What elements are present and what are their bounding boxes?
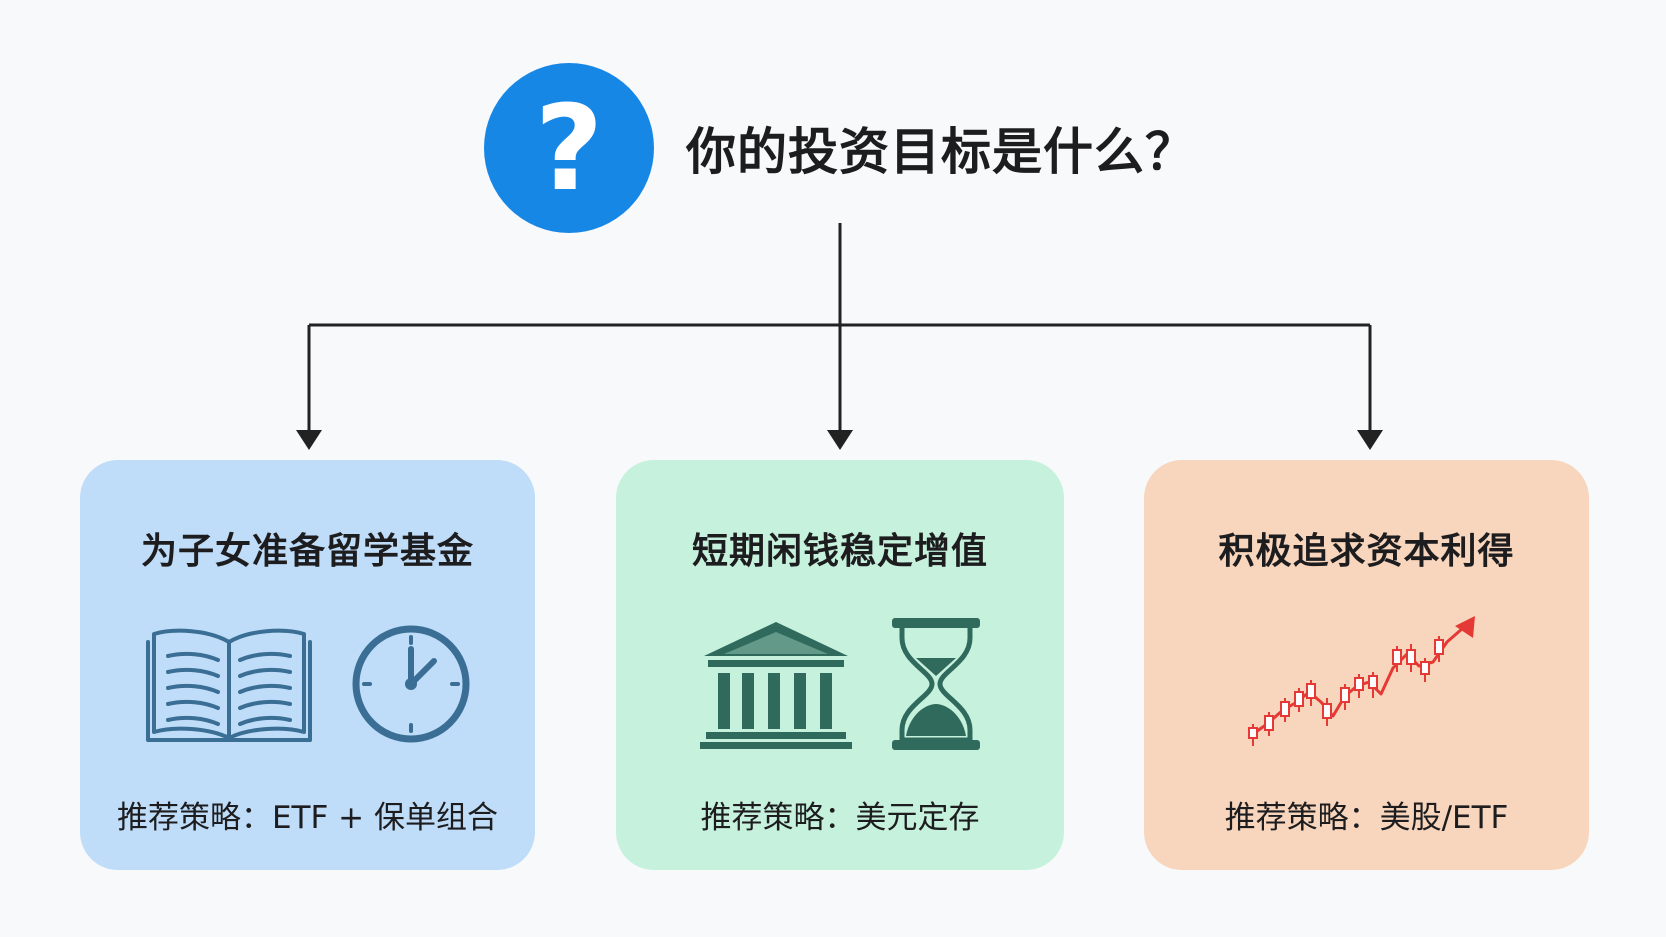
clock-icon [352,625,469,743]
question-glyph: ? [534,79,604,217]
card-title: 积极追求资本利得 [1218,531,1515,572]
arrow-head-center [827,430,853,450]
card-title: 为子女准备留学基金 [140,531,474,572]
question-mark-icon: ? [484,63,654,233]
arrow-head-left [296,430,322,450]
card-strategy: 推荐策略：ETF + 保单组合 [116,800,499,836]
diagram-title: 你的投资目标是什么？ [686,123,1196,181]
bank-building-icon [700,622,852,749]
card-icons [698,614,982,754]
arrow-head-right [1357,430,1383,450]
card-title: 短期闲钱稳定增值 [691,531,988,572]
open-book-icon [145,628,312,742]
card-icons [1247,614,1487,754]
hourglass-icon [892,618,980,750]
card-icons [144,614,472,754]
goal-card-capital-gains: 积极追求资本利得 [1144,460,1589,870]
card-strategy: 推荐策略：美股/ETF [1224,800,1509,836]
card-strategy: 推荐策略：美元定存 [700,800,980,836]
candlestick-chart-icon [1247,616,1475,746]
goal-card-stable-growth: 短期闲钱稳定增值 [616,460,1064,870]
question-header: ? 你的投资目标是什么？ [484,63,1196,233]
goal-card-study-fund: 为子女准备留学基金 [80,460,535,870]
